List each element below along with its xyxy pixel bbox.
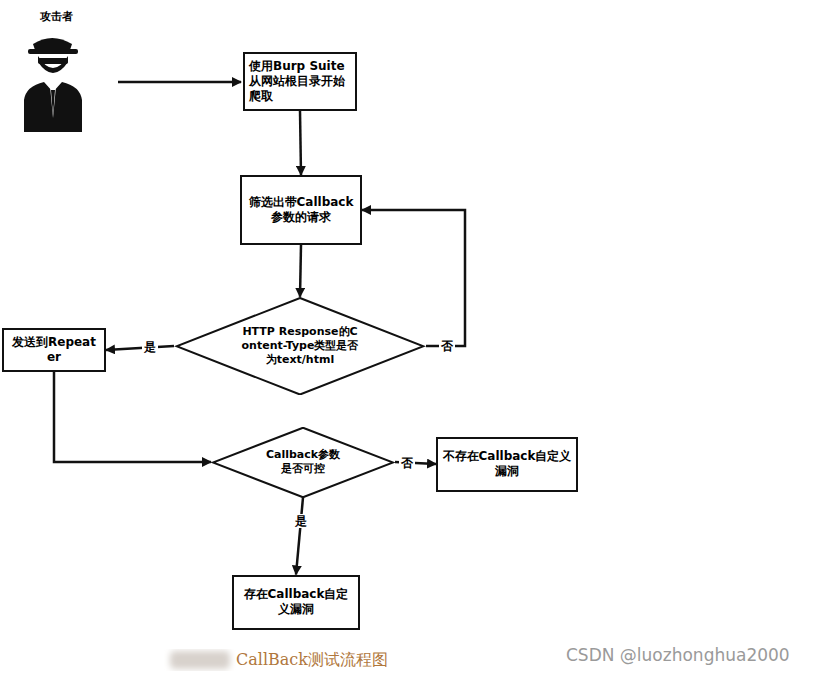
process-box: 存在Callback自定义漏洞	[232, 575, 360, 630]
process-box: 使用Burp Suite从网站根目录开始爬取	[243, 52, 357, 111]
edge-label: 是	[293, 514, 309, 528]
flow-arrow	[300, 111, 301, 175]
caption: CallBack测试流程图	[236, 650, 388, 671]
flow-arrow	[54, 372, 211, 462]
node-text: HTTP Response的Content-Type类型是否为text/html	[241, 325, 359, 366]
process-box: 发送到Repeater	[2, 328, 106, 372]
edge-label: 否	[399, 456, 415, 470]
node-text: 存在Callback自定义漏洞	[238, 587, 354, 617]
edge-label: 否	[439, 339, 455, 353]
flow-arrow	[362, 210, 465, 346]
node-text: Callback参数是否可控	[261, 448, 345, 476]
node-text: 不存在Callback自定义漏洞	[442, 449, 572, 479]
decision-diamond: HTTP Response的Content-Type类型是否为text/html	[174, 297, 426, 396]
attacker-icon	[24, 38, 82, 132]
decision-diamond: Callback参数是否可控	[211, 427, 395, 498]
node-text: 筛选出带Callback参数的请求	[246, 195, 356, 225]
attacker-arrow	[118, 81, 241, 84]
blurred-mark	[170, 651, 230, 669]
edge-label: 是	[142, 340, 158, 354]
flow-arrow	[296, 498, 303, 575]
process-box: 筛选出带Callback参数的请求	[240, 175, 362, 245]
node-text: 发送到Repeater	[8, 335, 100, 365]
watermark: CSDN @luozhonghua2000	[566, 645, 790, 665]
process-box: 不存在Callback自定义漏洞	[436, 437, 578, 492]
flow-arrow	[106, 346, 174, 350]
flow-arrow	[300, 245, 301, 297]
actor-label: 攻击者	[40, 9, 73, 24]
node-text: 使用Burp Suite从网站根目录开始爬取	[249, 59, 351, 104]
